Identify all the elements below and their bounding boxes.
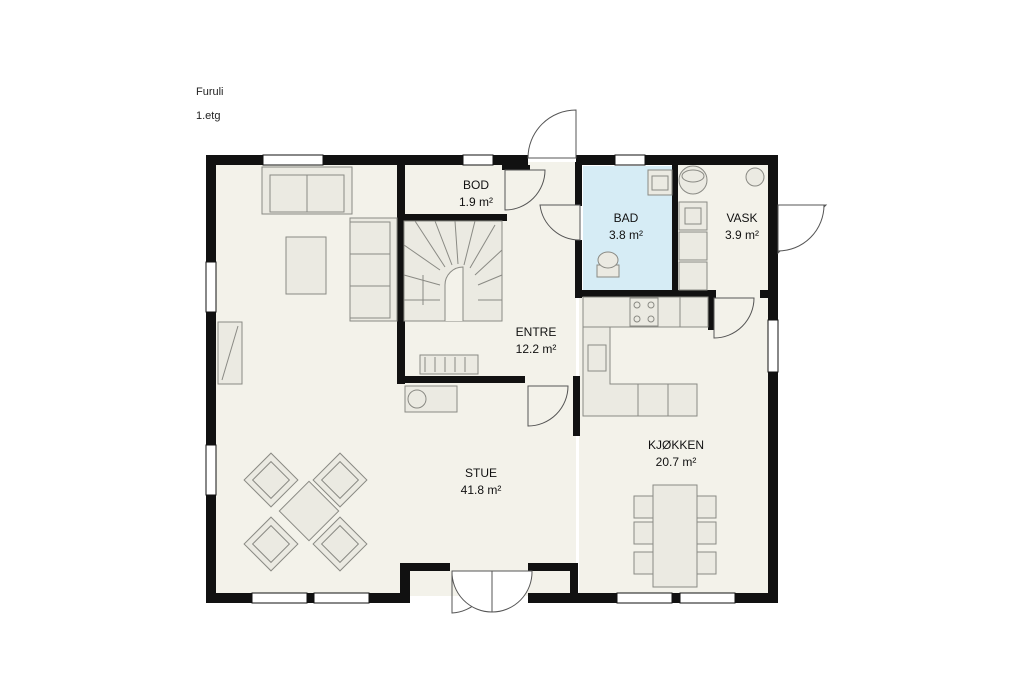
stue-area: 41.8 m² xyxy=(461,483,502,497)
vask-area: 3.9 m² xyxy=(725,228,759,242)
laundry-fixtures xyxy=(678,165,765,291)
dining-table-with-chairs xyxy=(633,484,717,588)
entre-name: ENTRE xyxy=(516,325,557,339)
kitchen-counter-top xyxy=(582,296,709,328)
lounge-table-with-chairs xyxy=(243,452,368,572)
bench xyxy=(419,354,479,375)
stue-name: STUE xyxy=(465,466,497,480)
tv-bench xyxy=(217,321,243,385)
vask-door-swing xyxy=(777,204,825,252)
sofa-top xyxy=(261,166,353,215)
kitchen-island xyxy=(582,326,698,417)
vask-name: VASK xyxy=(726,211,757,225)
bathroom-fixtures xyxy=(596,169,673,278)
room-labels: BOD 1.9 m² BAD 3.8 m² VASK 3.9 m² ENTRE … xyxy=(459,178,759,497)
doors xyxy=(451,109,828,614)
kjokken-area: 20.7 m² xyxy=(656,455,697,469)
windows xyxy=(205,154,779,604)
bad-name: BAD xyxy=(614,211,639,225)
sofa-side xyxy=(349,217,398,322)
furniture xyxy=(217,165,765,588)
bod-name: BOD xyxy=(463,178,489,192)
house-name: Furuli xyxy=(196,86,224,98)
bad-area: 3.8 m² xyxy=(609,228,643,242)
floor-label: 1.etg xyxy=(196,110,221,122)
front-door-swing xyxy=(527,109,577,159)
entre-area: 12.2 m² xyxy=(516,342,557,356)
coffee-table xyxy=(285,236,327,295)
kjokken-name: KJØKKEN xyxy=(648,438,704,452)
bod-area: 1.9 m² xyxy=(459,195,493,209)
interior-walls xyxy=(397,162,770,436)
stairs xyxy=(403,220,503,322)
stove xyxy=(404,385,458,413)
